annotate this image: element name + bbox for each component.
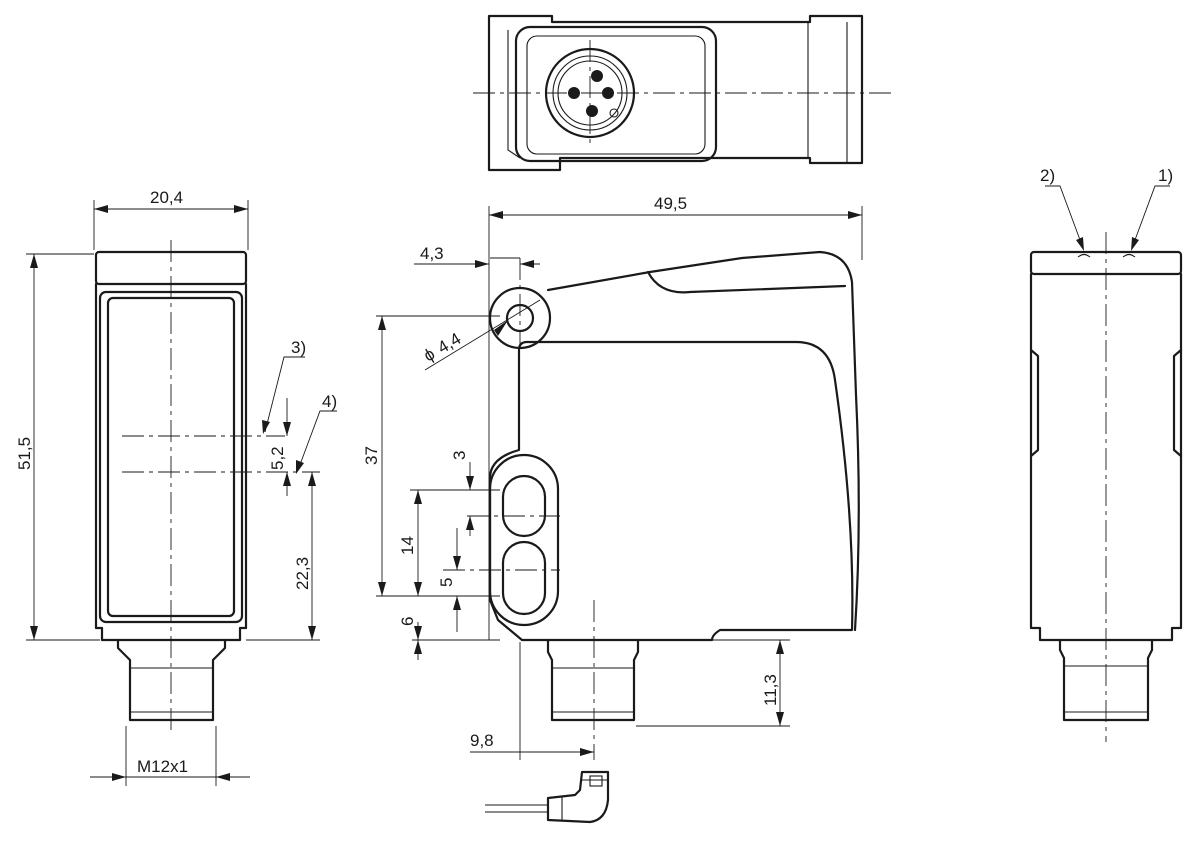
dim-thread: M12x1 xyxy=(137,757,188,776)
dim-slot-pitch: 14 xyxy=(398,536,417,555)
angled-connector xyxy=(485,770,610,824)
dim-width-front: 20,4 xyxy=(150,188,183,207)
dim-connector-height: 11,3 xyxy=(761,674,780,706)
pin-1-icon xyxy=(591,70,603,82)
dim-axis-height: 22,3 xyxy=(293,557,312,590)
dim-hole-diameter: 4,4 xyxy=(434,329,464,357)
dim-hole-to-bottom: 37 xyxy=(362,446,381,465)
callout-4: 4) xyxy=(322,392,337,411)
dim-hole-offset: 4,3 xyxy=(420,244,444,263)
side-dimensions xyxy=(376,206,863,760)
callout-2: 2) xyxy=(1040,166,1055,185)
callout-1: 1) xyxy=(1158,166,1173,185)
dim-length-side: 49,5 xyxy=(654,194,687,213)
front-dimensions xyxy=(26,200,337,786)
top-view xyxy=(473,14,895,172)
diameter-symbol: ϕ xyxy=(420,344,438,365)
dim-height-total: 51,5 xyxy=(15,437,34,470)
front-view xyxy=(94,240,320,734)
back-view xyxy=(1029,185,1183,742)
dim-axis-spacing: 5,2 xyxy=(268,446,287,470)
dim-connector-offset: 9,8 xyxy=(470,731,494,750)
dim-slot-height: 3 xyxy=(450,451,469,460)
dim-slot-bottom: 6 xyxy=(398,617,417,626)
dim-slot-gap: 5 xyxy=(437,578,456,587)
pin-4-icon xyxy=(586,105,598,117)
side-view xyxy=(443,250,860,760)
callout-3: 3) xyxy=(291,338,306,357)
